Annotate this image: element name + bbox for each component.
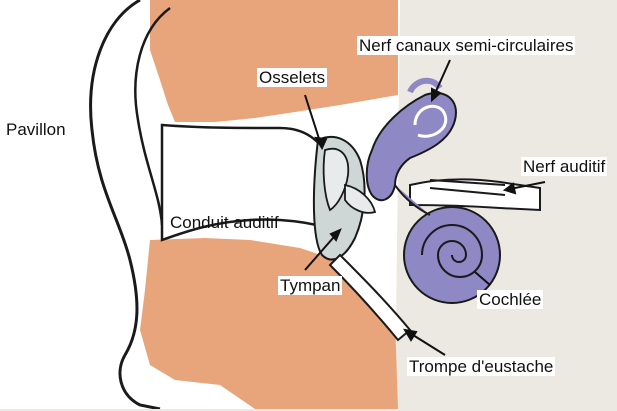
label-nerf-auditif: Nerf auditif <box>521 157 607 177</box>
label-cochlee-text: Cochlée <box>477 290 543 309</box>
label-osselets-text: Osselets <box>257 68 327 87</box>
label-conduit-auditif-text: Conduit auditif <box>170 213 279 232</box>
label-conduit-auditif: Conduit auditif <box>170 213 279 233</box>
label-nerf-canaux-text: Nerf canaux semi-circulaires <box>357 36 575 55</box>
label-trompe: Trompe d'eustache <box>407 357 555 377</box>
label-tympan-text: Tympan <box>278 276 342 295</box>
label-tympan: Tympan <box>278 276 342 296</box>
label-pavillon: Pavillon <box>6 120 66 140</box>
label-nerf-auditif-text: Nerf auditif <box>521 157 607 176</box>
label-osselets: Osselets <box>257 68 327 88</box>
label-nerf-canaux: Nerf canaux semi-circulaires <box>357 36 575 56</box>
label-cochlee: Cochlée <box>477 290 543 310</box>
label-trompe-text: Trompe d'eustache <box>407 357 555 376</box>
label-pavillon-text: Pavillon <box>6 120 66 139</box>
